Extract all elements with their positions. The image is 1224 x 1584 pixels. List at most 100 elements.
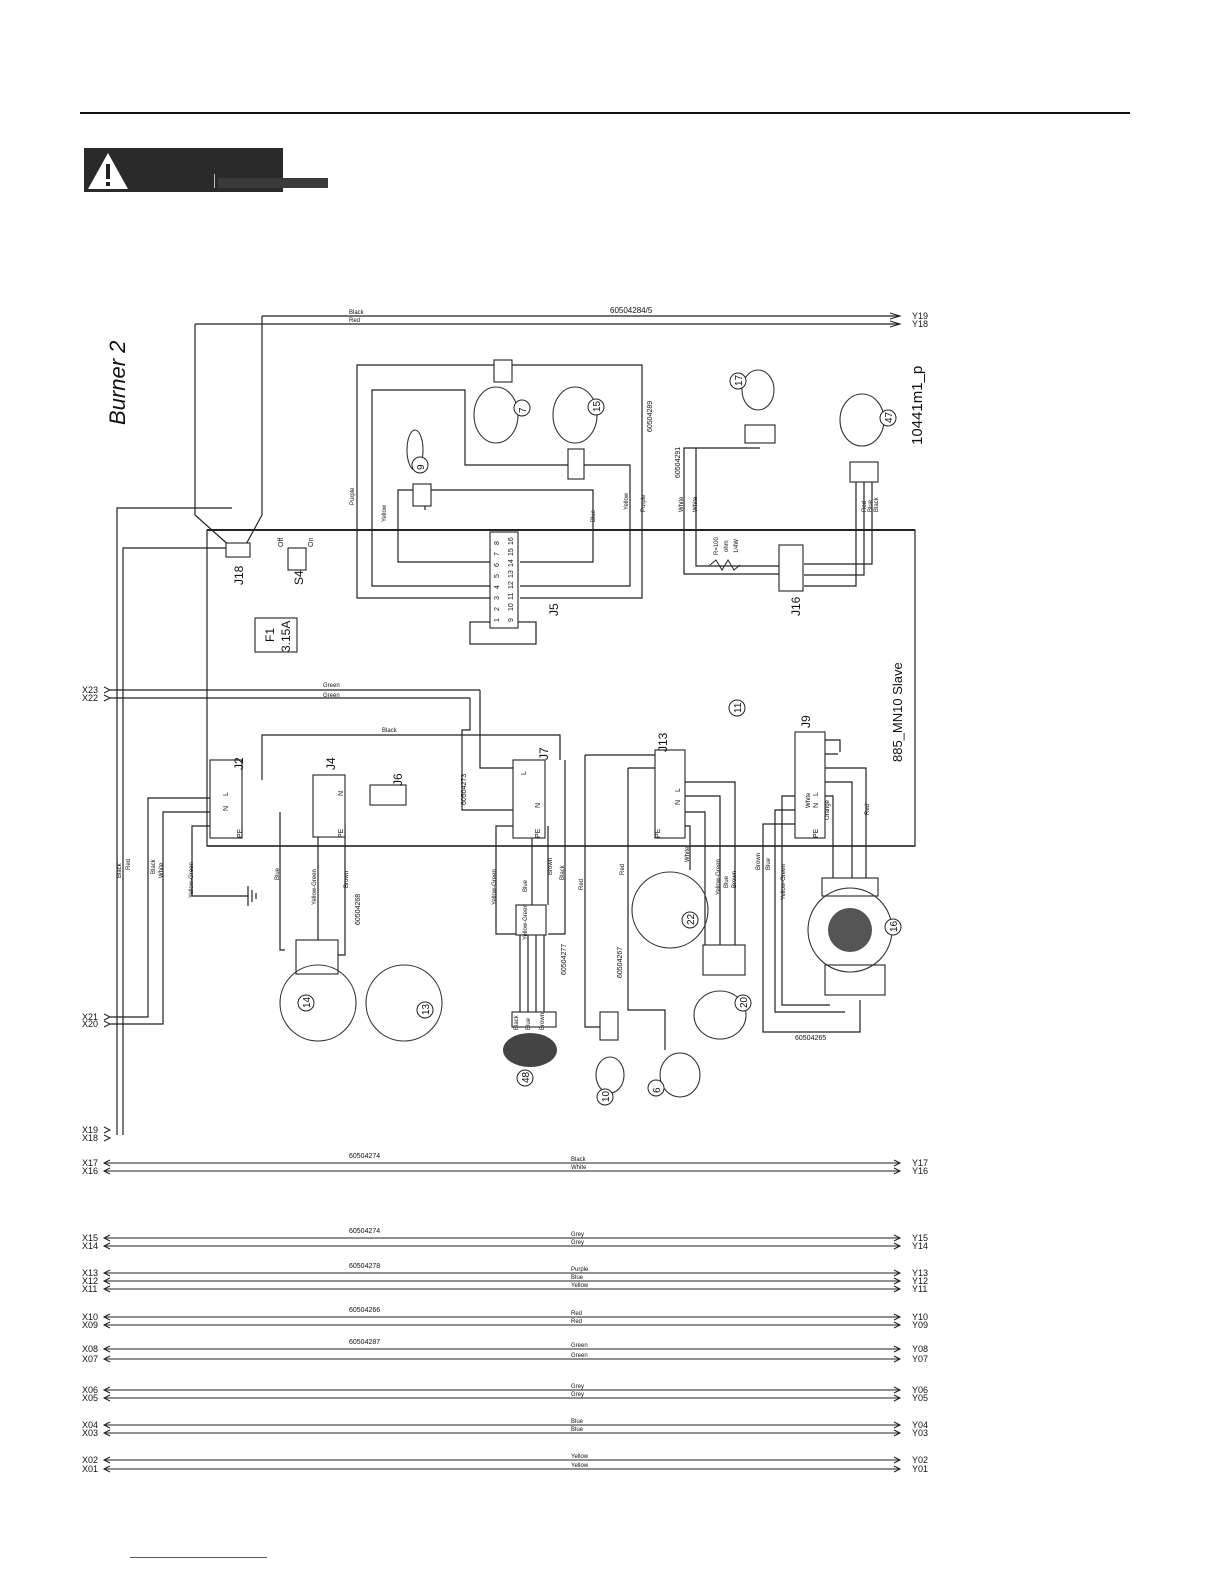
- bus-terminal-left: X02: [82, 1455, 98, 1465]
- pin-label: PE: [535, 828, 542, 838]
- bus-wire-label: Yellow: [571, 1283, 589, 1289]
- cable-ref: 60504265: [795, 1035, 826, 1042]
- bus-wire-label: Blue: [571, 1419, 584, 1425]
- component-bubble: [416, 1001, 434, 1019]
- drawing-id: 10441m1_p: [909, 366, 926, 445]
- bus-terminal-right: Y02: [912, 1455, 928, 1465]
- bus-terminal-left: X01: [82, 1464, 98, 1474]
- wire-color-label: Blue: [591, 509, 597, 522]
- bus-wire-label: Blue: [571, 1427, 584, 1433]
- bus-cable-ref: 60504274: [349, 1228, 380, 1235]
- terminal-left: X19: [82, 1125, 98, 1135]
- pin-label: N: [813, 803, 820, 808]
- switch-label: S4: [292, 570, 306, 585]
- wire-color-label: Black: [514, 1014, 520, 1030]
- bus-wire-label: White: [571, 1165, 587, 1171]
- wire-color-label: Yellow-Green: [312, 869, 318, 905]
- wire-color-label: Orange: [825, 799, 831, 820]
- pin-label: L: [675, 788, 682, 792]
- pin-label: N: [223, 806, 230, 811]
- green-label-1: Green: [323, 683, 340, 689]
- component-number: 7: [518, 407, 529, 413]
- terminal-left: X20: [82, 1019, 98, 1029]
- wire-color-label: Brown: [732, 871, 738, 888]
- wire-color-label: Red: [126, 859, 132, 870]
- bus-wire-label: Yellow: [571, 1454, 589, 1460]
- bus-terminal-right: Y06: [912, 1385, 928, 1395]
- pin-number: 7: [494, 552, 501, 556]
- bus-terminal-right: Y08: [912, 1344, 928, 1354]
- board-name: 885_MN10 Slave: [890, 662, 905, 762]
- bus-terminal-left: X08: [82, 1344, 98, 1354]
- bus-terminal-right: Y05: [912, 1393, 928, 1403]
- component-bubble: [516, 1069, 534, 1087]
- wire-color-label: Yellow-Green: [781, 864, 787, 900]
- wire-color-label: Yellow-Green: [492, 869, 498, 905]
- cable-ref: 60504267: [617, 947, 624, 978]
- top-bus-wire-label: Red: [349, 318, 360, 324]
- bus-terminal-right: Y13: [912, 1268, 928, 1278]
- bus-terminal-left: X13: [82, 1268, 98, 1278]
- bus-terminal-right: Y01: [912, 1464, 928, 1474]
- pin-number: 15: [508, 548, 515, 556]
- resistor-label-3: 1/4W: [734, 539, 740, 553]
- bus-terminal-left: X14: [82, 1241, 98, 1251]
- bus-terminal-left: X16: [82, 1166, 98, 1176]
- bus-wire-label: Red: [571, 1319, 582, 1325]
- wire-color-label: Black: [117, 862, 123, 878]
- cable-ref: 60504277: [561, 944, 568, 975]
- pin-label: PE: [338, 828, 345, 838]
- component-bubble: [297, 994, 315, 1012]
- terminal-left: X22: [82, 693, 98, 703]
- terminal-right: Y18: [912, 319, 928, 329]
- resistor-label-2: ohm: [724, 540, 730, 552]
- pin-number: 4: [494, 585, 501, 589]
- component-number: 9: [416, 464, 427, 470]
- bus-terminal-right: Y03: [912, 1428, 928, 1438]
- bus-terminal-right: Y11: [912, 1284, 927, 1294]
- bus-wire-label: Purple: [571, 1267, 589, 1273]
- wire-color-label: Yellow-Green: [189, 862, 195, 898]
- resistor-label-1: R=100: [714, 536, 720, 555]
- component-number: 10: [601, 1090, 612, 1102]
- component-bubble: [513, 399, 531, 417]
- pin-number: 3: [494, 596, 501, 600]
- terminal-left: X21: [82, 1012, 98, 1022]
- component-bubble: [596, 1088, 614, 1106]
- switch-off: Off: [278, 538, 285, 547]
- wire-color-label: Brown: [548, 858, 554, 875]
- pin-label: L: [223, 792, 230, 796]
- warning-icon: [88, 153, 128, 189]
- pin-number: 14: [508, 559, 515, 567]
- wire-color-label: Brown: [344, 871, 350, 888]
- wire-color-label: Yellow: [624, 492, 630, 510]
- connector-label: J2: [232, 757, 246, 770]
- pin-label: PE: [655, 828, 662, 838]
- wire-color-label: Brown: [756, 853, 762, 870]
- wire-color-label: Purple: [641, 494, 647, 512]
- bus-terminal-right: Y16: [912, 1166, 928, 1176]
- pin-label: N: [338, 791, 345, 796]
- cable-ref: 60504273: [461, 774, 468, 805]
- wire-color-label: Blue: [526, 1017, 532, 1030]
- component-number: 47: [884, 411, 895, 423]
- bus-terminal-left: X10: [82, 1312, 98, 1322]
- pin-number: 13: [508, 570, 515, 578]
- pin-label: N: [675, 800, 682, 805]
- fuse-rating: 3.15A: [279, 621, 293, 652]
- top-bus-wire-label: Black: [349, 310, 365, 316]
- bus-wire-label: Yellow: [571, 1463, 589, 1469]
- wire-color-label: Blue: [523, 879, 529, 892]
- bus-wire-label: Grey: [571, 1384, 584, 1390]
- bus-cable-ref: 60504278: [349, 1263, 380, 1270]
- wire-color-label: Blue: [724, 875, 730, 888]
- component-bubble: [734, 994, 752, 1012]
- component-bubble: [884, 918, 902, 936]
- green-label-2: Green: [323, 693, 340, 699]
- bus-terminal-right: Y04: [912, 1420, 928, 1430]
- bus-lines: [102, 312, 902, 1473]
- connector-label: J7: [537, 747, 551, 760]
- bus-terminal-left: X17: [82, 1158, 98, 1168]
- bus-terminal-right: Y15: [912, 1233, 928, 1243]
